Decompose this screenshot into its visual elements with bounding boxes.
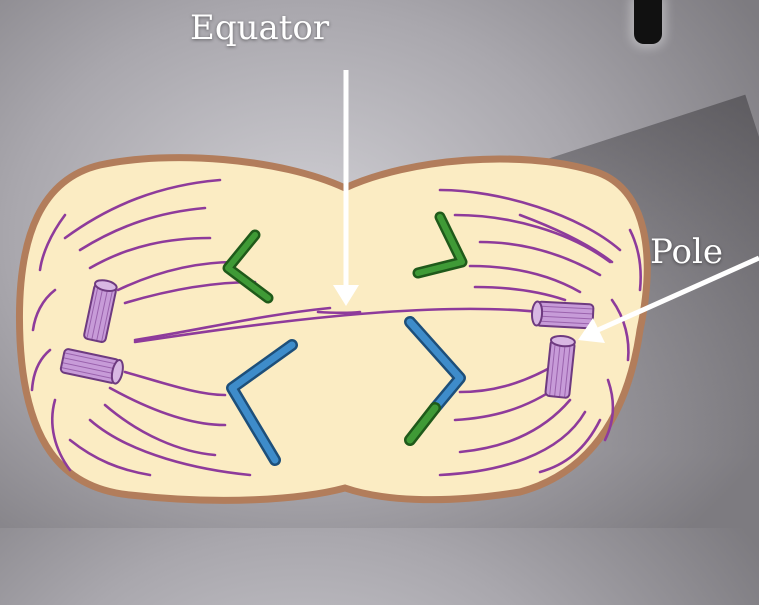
equator-label: Equator bbox=[190, 8, 329, 48]
pole-label: Pole bbox=[650, 232, 723, 272]
cell-diagram bbox=[0, 0, 759, 528]
